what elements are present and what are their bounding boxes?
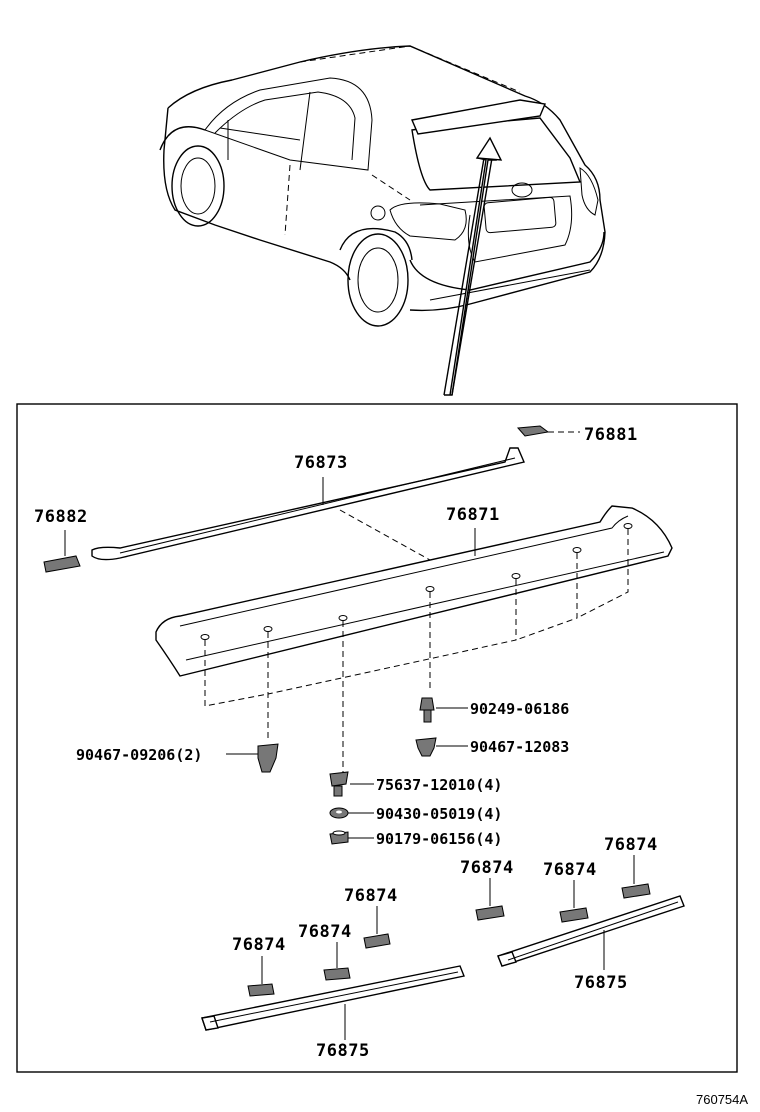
label-75637-12010: 75637-12010(4) — [376, 776, 502, 794]
pad-76874-a — [247, 956, 275, 997]
label-76874-d: 76874 — [460, 858, 514, 878]
label-90430-05019: 90430-05019(4) — [376, 805, 502, 823]
pad-76874-b — [323, 942, 351, 981]
fastener-90467-12083 — [415, 737, 468, 757]
fastener-90430-05019 — [329, 807, 374, 819]
strip-76875-left — [201, 965, 465, 1040]
pad-76874-e — [559, 880, 589, 923]
label-76874-f: 76874 — [604, 835, 658, 855]
pad-76874-c — [363, 906, 391, 949]
label-90467-12083: 90467-12083 — [470, 738, 569, 756]
pad-76874-d — [475, 878, 505, 921]
label-76874-c: 76874 — [344, 886, 398, 906]
fastener-90179-06156 — [329, 830, 374, 845]
label-76875-left: 76875 — [316, 1041, 370, 1061]
label-76873: 76873 — [294, 453, 348, 473]
label-76882: 76882 — [34, 507, 88, 527]
label-76874-e: 76874 — [543, 860, 597, 880]
label-90179-06156: 90179-06156(4) — [376, 830, 502, 848]
label-90249-06186: 90249-06186 — [470, 700, 569, 718]
part-76871 — [155, 505, 673, 775]
label-90467-09206: 90467-09206(2) — [76, 746, 202, 764]
diagram-frame — [16, 403, 738, 1073]
pad-76874-f — [621, 855, 651, 899]
fastener-90467-09206 — [226, 743, 279, 773]
label-76874-a: 76874 — [232, 935, 286, 955]
part-76873 — [91, 447, 525, 561]
part-76881 — [516, 425, 580, 437]
label-76874-b: 76874 — [298, 922, 352, 942]
strip-76875-right — [497, 895, 685, 970]
fastener-90249-06186 — [419, 697, 468, 723]
car-illustration — [159, 45, 606, 396]
label-76875-right: 76875 — [574, 973, 628, 993]
reference-code: 760754A — [696, 1092, 748, 1107]
fastener-75637-12010 — [329, 771, 374, 797]
label-76871: 76871 — [446, 505, 500, 525]
part-76882 — [43, 530, 81, 573]
label-76881: 76881 — [584, 425, 638, 445]
